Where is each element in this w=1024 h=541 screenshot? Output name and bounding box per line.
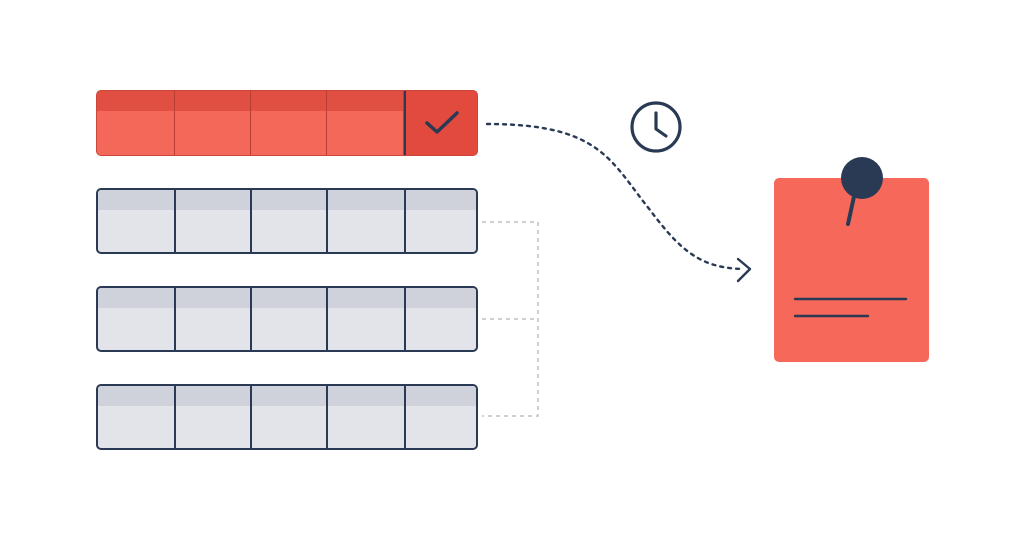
table-cell xyxy=(328,386,406,448)
cell-header-band xyxy=(328,190,404,210)
cell-header-band xyxy=(251,91,326,111)
table-cell xyxy=(406,288,476,350)
table-row-selected[interactable] xyxy=(96,90,478,156)
cell-header-band xyxy=(327,91,403,111)
table-cell xyxy=(252,190,328,252)
cell-header-band xyxy=(328,386,404,406)
checkbox-cell[interactable] xyxy=(404,91,477,155)
pinned-note[interactable] xyxy=(774,157,929,362)
cell-header-band xyxy=(98,288,174,308)
table-row[interactable] xyxy=(96,384,478,450)
pin-icon xyxy=(841,157,883,226)
arrowhead-icon xyxy=(736,257,752,283)
table-cell xyxy=(328,190,406,252)
table-cell xyxy=(406,190,476,252)
table-cell xyxy=(328,288,406,350)
cell-header-band xyxy=(328,288,404,308)
table-row[interactable] xyxy=(96,188,478,254)
row-group-bracket xyxy=(482,221,539,417)
cell-header-band xyxy=(176,190,250,210)
table-cell xyxy=(98,386,176,448)
table-cell xyxy=(175,91,251,155)
table-cell xyxy=(406,386,476,448)
cell-header-band xyxy=(175,91,250,111)
cell-header-band xyxy=(406,386,476,406)
table-cell xyxy=(251,91,327,155)
table-cell xyxy=(97,91,175,155)
dotted-arrow xyxy=(485,122,752,283)
cell-header-band xyxy=(406,190,476,210)
table-cell xyxy=(176,190,252,252)
check-icon xyxy=(424,111,459,134)
table-cell xyxy=(176,386,252,448)
cell-header-band xyxy=(98,386,174,406)
cell-header-band xyxy=(252,386,326,406)
cell-header-band xyxy=(98,190,174,210)
table-cell xyxy=(176,288,252,350)
cell-header-band xyxy=(252,288,326,308)
cell-header-band xyxy=(176,386,250,406)
cell-header-band xyxy=(406,288,476,308)
table-cell xyxy=(98,288,176,350)
cell-header-band xyxy=(97,91,174,111)
cell-header-band xyxy=(252,190,326,210)
table-row[interactable] xyxy=(96,286,478,352)
cell-header-band xyxy=(176,288,250,308)
table-cell xyxy=(252,288,328,350)
table-cell xyxy=(327,91,404,155)
table-cell xyxy=(98,190,176,252)
table-cell xyxy=(252,386,328,448)
clock-icon xyxy=(630,101,682,153)
